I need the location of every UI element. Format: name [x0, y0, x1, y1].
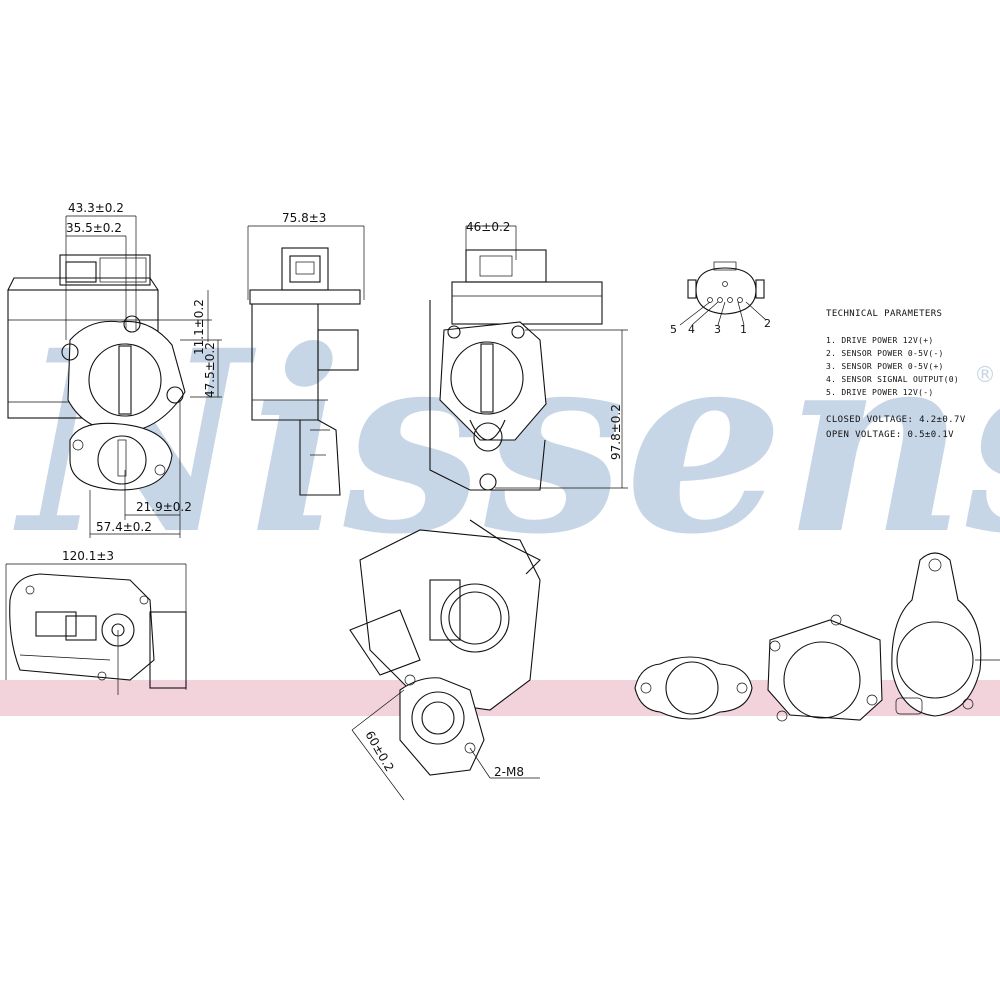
open-voltage: OPEN VOLTAGE: 0.5±0.1V [826, 430, 954, 440]
dim-75-8: 75.8±3 [282, 211, 326, 225]
gasket-square [767, 614, 883, 722]
pin-label-3: 3 [714, 323, 721, 336]
tech-item-4: 4. SENSOR SIGNAL OUTPUT(0) [826, 375, 959, 384]
technical-parameters: TECHNICAL PARAMETERS 1. DRIVE POWER 12V(… [826, 309, 966, 440]
bolt-spec: 2-M8 [494, 765, 524, 779]
isometric-view [349, 519, 541, 801]
tech-item-5: 5. DRIVE POWER 12V(-) [826, 388, 933, 397]
connector [679, 261, 767, 326]
pin-label-1: 1 [740, 323, 747, 336]
gasket-keyhole [891, 552, 1000, 717]
tech-title: TECHNICAL PARAMETERS [826, 309, 942, 319]
registered-mark: ® [974, 363, 996, 388]
top-view [5, 563, 187, 695]
front-view [7, 215, 222, 538]
dim-21-9: 21.9±0.2 [136, 500, 192, 514]
pin-label-4: 4 [688, 323, 695, 336]
gasket-oval [634, 656, 753, 720]
dim-46: 46±0.2 [466, 220, 510, 234]
tech-item-3: 3. SENSOR POWER 0-5V(+) [826, 362, 944, 371]
rear-view [429, 225, 628, 491]
dim-35-5: 35.5±0.2 [66, 221, 122, 235]
closed-voltage: CLOSED VOLTAGE: 4.2±0.7V [826, 415, 966, 425]
dim-97-8: 97.8±0.2 [609, 404, 623, 460]
pin-label-5: 5 [670, 323, 677, 336]
dim-11-1: 11.1±0.2 [192, 299, 206, 355]
dim-57-4: 57.4±0.2 [96, 520, 152, 534]
dim-43-3: 43.3±0.2 [68, 201, 124, 215]
dim-120-1: 120.1±3 [62, 549, 114, 563]
tech-item-1: 1. DRIVE POWER 12V(+) [826, 336, 933, 345]
side-view [247, 225, 365, 496]
dim-47-5: 47.5±0.2 [203, 342, 217, 398]
pin-label-2: 2 [764, 317, 771, 330]
tech-item-2: 2. SENSOR POWER 0-5V(-) [826, 349, 944, 358]
